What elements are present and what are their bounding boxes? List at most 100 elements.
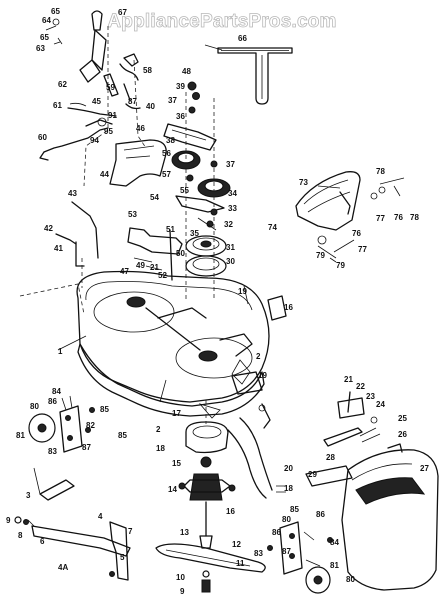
callout-76: 76 [394, 213, 403, 222]
callout-4: 4 [98, 512, 103, 521]
callout-84: 84 [52, 387, 61, 396]
callout-21: 21 [150, 263, 159, 272]
belt-guard-bracket[interactable] [127, 227, 183, 281]
callout-81: 81 [16, 431, 25, 440]
callout-28: 28 [326, 453, 335, 462]
callout-18b: 18 [284, 484, 293, 493]
callout-94: 94 [90, 136, 99, 145]
deck-lift-rod[interactable] [55, 201, 99, 267]
callout-38: 38 [166, 136, 175, 145]
callout-46: 46 [136, 124, 145, 133]
callout-85: 85 [100, 405, 109, 414]
callout-65: 65 [51, 7, 60, 16]
callout-40: 40 [146, 102, 155, 111]
callout-23: 23 [366, 392, 375, 401]
deck-hanger-bracket[interactable] [14, 479, 131, 581]
callout-87c: 87 [282, 547, 291, 556]
callout-16b: 16 [226, 507, 235, 516]
blade-spindle-assembly[interactable] [178, 421, 236, 593]
callout-62: 62 [58, 80, 67, 89]
callout-36: 36 [176, 112, 185, 121]
callout-24: 24 [376, 400, 385, 409]
callout-83: 83 [48, 447, 57, 456]
callout-84b: 84 [330, 538, 339, 547]
callout-37: 37 [168, 96, 177, 105]
callout-52: 52 [158, 271, 167, 280]
callout-82: 82 [86, 421, 95, 430]
pulley-cover[interactable] [109, 139, 167, 187]
callout-53: 53 [128, 210, 137, 219]
idler-pulley-stack[interactable] [163, 81, 231, 277]
callout-30: 30 [226, 257, 235, 266]
callout-87b: 87 [82, 443, 91, 452]
chute-shield[interactable] [305, 449, 439, 591]
callout-27: 27 [420, 464, 429, 473]
callout-86c: 86 [316, 510, 325, 519]
callout-78b: 78 [410, 213, 419, 222]
callout-32: 32 [224, 220, 233, 229]
idler-arm-linkage[interactable] [39, 10, 141, 161]
callout-4a: 4A [58, 563, 68, 572]
callout-55: 55 [180, 186, 189, 195]
callout-14: 14 [168, 485, 177, 494]
mower-blade[interactable] [155, 543, 266, 573]
callout-54: 54 [150, 193, 159, 202]
callout-83b: 83 [254, 549, 263, 558]
callout-58: 58 [143, 66, 152, 75]
watermark-text: AppliancePartsPros.com [107, 11, 336, 32]
discharge-chute[interactable] [295, 171, 405, 263]
callout-79: 79 [316, 251, 325, 260]
callout-20: 20 [284, 464, 293, 473]
callout-91: 91 [108, 111, 117, 120]
callout-10: 10 [176, 573, 185, 582]
callout-35: 35 [190, 229, 199, 238]
callout-85c: 85 [290, 505, 299, 514]
callout-12: 12 [232, 540, 241, 549]
callout-77: 77 [376, 214, 385, 223]
callout-43: 43 [68, 189, 77, 198]
callout-67: 67 [118, 8, 127, 17]
callout-19: 19 [238, 287, 247, 296]
callout-26: 26 [398, 430, 407, 439]
callout-79b: 79 [336, 261, 345, 270]
engagement-cable[interactable] [227, 403, 286, 499]
callout-9b: 9 [180, 587, 185, 596]
mower-deck-housing[interactable] [76, 270, 287, 419]
gauge-wheel-left[interactable] [28, 395, 95, 453]
callout-22: 22 [356, 382, 365, 391]
callout-16: 16 [284, 303, 293, 312]
callout-61: 61 [53, 101, 62, 110]
gauge-wheel-right[interactable] [267, 521, 333, 594]
callout-65b: 65 [40, 33, 49, 42]
callout-85b: 85 [118, 431, 127, 440]
callout-76b: 76 [352, 229, 361, 238]
callout-13: 13 [180, 528, 189, 537]
callout-31: 31 [226, 243, 235, 252]
callout-39: 39 [176, 82, 185, 91]
callout-19b: 19 [258, 371, 267, 380]
leader-lines [27, 44, 341, 527]
callout-80c: 80 [346, 575, 355, 584]
callout-60: 60 [38, 133, 47, 142]
callout-64: 64 [42, 16, 51, 25]
callout-11: 11 [236, 559, 245, 568]
callout-1: 1 [58, 347, 63, 356]
callout-80b: 80 [282, 515, 291, 524]
callout-80: 80 [30, 402, 39, 411]
callout-74: 74 [268, 223, 277, 232]
callout-numbers: 65 67 64 65 63 66 58 48 62 59 39 45 87 3… [6, 7, 429, 596]
callout-15: 15 [172, 459, 181, 468]
callout-45: 45 [92, 97, 101, 106]
callout-33: 33 [228, 204, 237, 213]
callout-25: 25 [398, 414, 407, 423]
callout-2: 2 [256, 352, 261, 361]
callout-3: 3 [26, 491, 31, 500]
callout-6: 6 [40, 537, 45, 546]
deflector-bracket[interactable] [323, 391, 403, 453]
callout-87: 87 [128, 97, 137, 106]
v-belt[interactable] [217, 47, 293, 105]
callout-57: 57 [162, 170, 171, 179]
callout-37b: 37 [226, 160, 235, 169]
callout-81b: 81 [330, 561, 339, 570]
